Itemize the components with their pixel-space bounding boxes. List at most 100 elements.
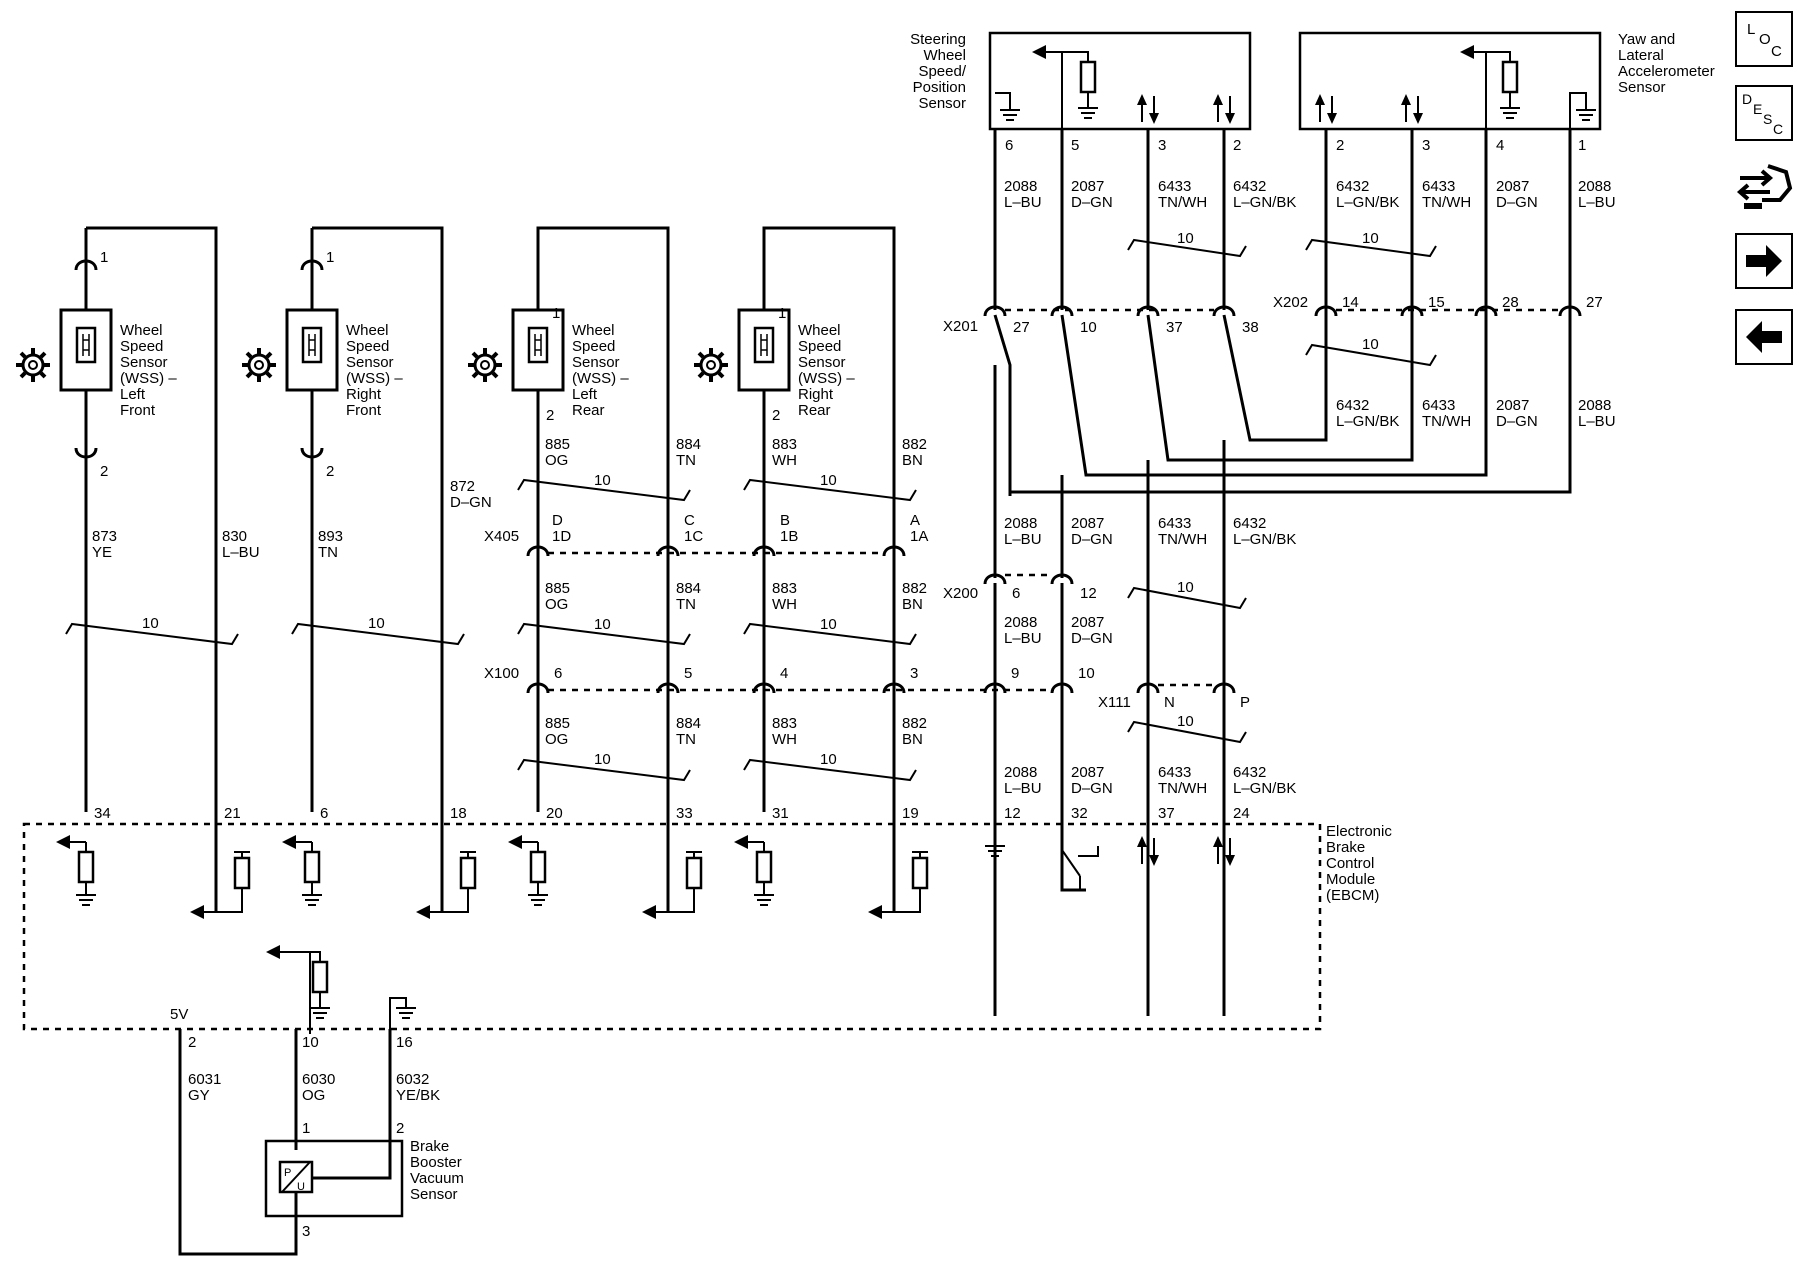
component-label: Right xyxy=(346,386,382,403)
twist-label: 10 xyxy=(1177,713,1194,730)
circuit-number: 2088 xyxy=(1578,397,1611,414)
circuit-color: WH xyxy=(772,452,797,469)
component-label: Wheel xyxy=(346,322,389,339)
circuit-number: 2087 xyxy=(1071,178,1104,195)
circuit-color: L–BU xyxy=(1578,194,1616,211)
circuit-number: 6433 xyxy=(1158,764,1191,781)
wheel-icon xyxy=(240,346,278,384)
rear-circuit-labels: 885 OG 884 TN 883 WH 882 BN 872 D–GN 10 … xyxy=(450,436,927,782)
circuit-color: L–BU xyxy=(222,544,260,561)
pin: 10 xyxy=(1080,319,1097,336)
circuit-number: 6432 xyxy=(1336,178,1369,195)
circuit-number: 882 xyxy=(902,715,927,732)
pin: 24 xyxy=(1233,805,1250,822)
circuit-color: TN/WH xyxy=(1422,413,1471,430)
arrow-left-icon xyxy=(1746,321,1782,353)
loc-o: O xyxy=(1759,31,1771,48)
circuit-color: L–GN/BK xyxy=(1233,780,1296,797)
component-label: Right xyxy=(798,386,834,403)
pin: D xyxy=(552,512,563,529)
pin: 21 xyxy=(224,805,241,822)
twist-label: 10 xyxy=(1362,230,1379,247)
component-label: Accelerometer xyxy=(1618,63,1715,80)
component-label: Sensor xyxy=(1618,79,1666,96)
circuit-color: TN xyxy=(318,544,338,561)
circuit-color: D–GN xyxy=(1496,413,1538,430)
connector-label: X100 xyxy=(484,665,519,682)
desc-e: E xyxy=(1753,101,1762,117)
component-label: (WSS) – xyxy=(572,370,629,387)
circuit-color: TN/WH xyxy=(1158,531,1207,548)
pin: 20 xyxy=(546,805,563,822)
arrow-right-icon xyxy=(1746,245,1782,277)
circuit-number: 6432 xyxy=(1233,515,1266,532)
circuit-number: 6433 xyxy=(1422,397,1455,414)
component-label: Booster xyxy=(410,1154,462,1171)
pin: 1 xyxy=(778,305,786,322)
pin: 27 xyxy=(1586,294,1603,311)
wss-left-rear: 1 2 Wheel Speed Sensor (WSS) – Left Rear xyxy=(466,226,670,912)
circuit-number: 6432 xyxy=(1233,764,1266,781)
component-label: Module xyxy=(1326,871,1375,888)
circuit-color: D–GN xyxy=(450,494,492,511)
connector-x202: X202 14 15 28 27 6432 L–GN/BK 6433 TN/WH… xyxy=(1273,294,1616,430)
twist-label: 10 xyxy=(594,616,611,633)
wss-right-front: 1 2 Wheel Speed Sensor (WSS) – Right Fro… xyxy=(240,226,465,912)
circuit-color: L–BU xyxy=(1578,413,1616,430)
chassis-circuit-labels: 2088 L–BU 2087 D–GN 6433 TN/WH 6432 L–GN… xyxy=(943,515,1296,797)
loc-c: C xyxy=(1771,43,1782,60)
pin: 2 xyxy=(772,407,780,424)
pin: 2 xyxy=(100,463,108,480)
component-label: Speed xyxy=(120,338,163,355)
circuit-number: 2087 xyxy=(1071,515,1104,532)
circuit-color: L–GN/BK xyxy=(1336,413,1399,430)
circuit-color: L–BU xyxy=(1004,780,1042,797)
circuit-color: D–GN xyxy=(1071,630,1113,647)
circuit-color: BN xyxy=(902,596,923,613)
component-label: Left xyxy=(120,386,146,403)
connector-label: X200 xyxy=(943,585,978,602)
circuit-color: OG xyxy=(545,731,568,748)
pin: 4 xyxy=(1496,137,1504,154)
circuit-number: 885 xyxy=(545,580,570,597)
circuit-number: 6432 xyxy=(1336,397,1369,414)
pin: 1C xyxy=(684,528,703,545)
circuit-color: TN xyxy=(676,452,696,469)
component-label: Sensor xyxy=(410,1186,458,1203)
pin: 1A xyxy=(910,528,928,545)
next-button[interactable] xyxy=(1735,233,1793,289)
circuit-color: OG xyxy=(545,596,568,613)
circuit-color: D–GN xyxy=(1071,780,1113,797)
circuit-color: TN xyxy=(676,731,696,748)
circuit-color: L–BU xyxy=(1004,531,1042,548)
circuit-number: 830 xyxy=(222,528,247,545)
pin: N xyxy=(1164,694,1175,711)
pin: 10 xyxy=(302,1034,319,1051)
circuit-number: 884 xyxy=(676,580,701,597)
component-label: (WSS) – xyxy=(346,370,403,387)
circuit-number: 2088 xyxy=(1004,614,1037,631)
wheel-icon xyxy=(466,346,504,384)
component-label: Position xyxy=(913,79,966,96)
circuit-number: 6432 xyxy=(1233,178,1266,195)
connector-symbol-button[interactable] xyxy=(1736,164,1793,209)
circuit-number: 2088 xyxy=(1004,515,1037,532)
circuit-number: 6433 xyxy=(1422,178,1455,195)
loc-button[interactable]: L O C xyxy=(1735,11,1793,67)
component-label: Wheel xyxy=(923,47,966,64)
circuit-color: L–GN/BK xyxy=(1233,531,1296,548)
circuit-color: TN/WH xyxy=(1158,194,1207,211)
pin: 27 xyxy=(1013,319,1030,336)
component-label: Yaw and xyxy=(1618,31,1675,48)
steering-wheel-sensor: Steering Wheel Speed/ Position Sensor 6 … xyxy=(910,31,1252,154)
desc-button[interactable]: D E S C xyxy=(1735,85,1793,141)
connector-label: X202 xyxy=(1273,294,1308,311)
circuit-number: 2088 xyxy=(1578,178,1611,195)
circuit-number: 884 xyxy=(676,715,701,732)
circuit-color: L–GN/BK xyxy=(1233,194,1296,211)
pin: 31 xyxy=(772,805,789,822)
circuit-color: OG xyxy=(545,452,568,469)
circuit-number: 882 xyxy=(902,580,927,597)
previous-button[interactable] xyxy=(1735,309,1793,365)
